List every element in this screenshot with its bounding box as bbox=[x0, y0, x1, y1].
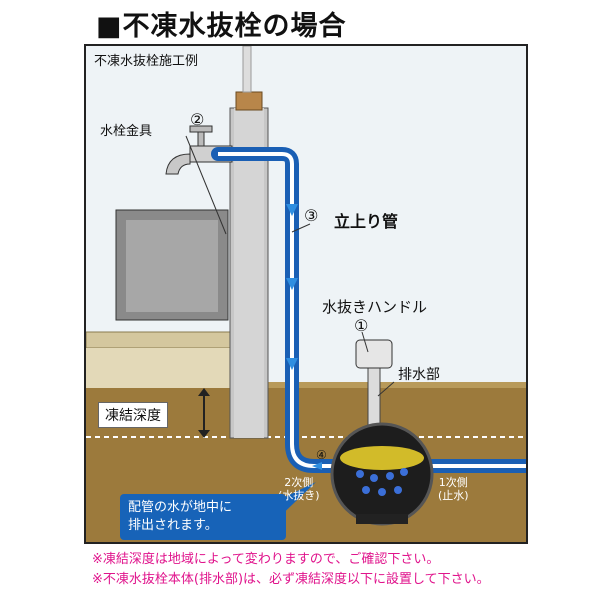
secondary-side-sub: (水抜き) bbox=[278, 489, 320, 502]
faucet-label: 水栓金具 bbox=[100, 124, 153, 139]
note-install-depth: ※不凍水抜栓本体(排水部)は、必ず凍結深度以下に設置して下さい。 bbox=[92, 572, 490, 587]
flow-arrow-4 bbox=[312, 462, 322, 470]
installation-diagram bbox=[86, 46, 526, 542]
page-heading: ■不凍水抜栓の場合 bbox=[96, 11, 347, 42]
frost-depth-label: 凍結深度 bbox=[98, 402, 168, 428]
post-cap bbox=[235, 91, 263, 111]
number-2: ② bbox=[190, 110, 205, 129]
callout-line-2: 排出されます。 bbox=[128, 518, 218, 533]
riser-label: 立上り管 bbox=[334, 212, 399, 231]
secondary-side-label: 2次側 (水抜き) bbox=[278, 476, 320, 502]
primary-side-sub: (止水) bbox=[438, 489, 469, 502]
figure-subtitle: 不凍水抜栓施工例 bbox=[94, 54, 199, 69]
valve-handle bbox=[355, 339, 393, 369]
secondary-side-text: 2次側 bbox=[284, 476, 314, 489]
illustration-frame: 不凍水抜栓施工例 水栓金具 ② ③ 立上り管 水抜きハンドル ① 排水部 凍結深… bbox=[84, 44, 528, 544]
number-1: ① bbox=[354, 316, 369, 335]
drain-label: 排水部 bbox=[398, 367, 440, 383]
note-frost-depth: ※凍結深度は地域によって変わりますので、ご確認下さい。 bbox=[92, 552, 440, 567]
drain-chamber bbox=[330, 422, 434, 526]
callout-line-1: 配管の水が地中に bbox=[128, 500, 233, 515]
flow-arrow-1 bbox=[286, 204, 298, 216]
handle-label: 水抜きハンドル bbox=[322, 298, 428, 316]
number-3: ③ bbox=[304, 206, 319, 225]
primary-side-text: 1次側 bbox=[438, 476, 468, 489]
drain-callout: 配管の水が地中に 排出されます。 bbox=[120, 494, 286, 540]
number-4: ④ bbox=[316, 448, 327, 462]
flow-arrow-2 bbox=[286, 278, 298, 290]
primary-side-label: 1次側 (止水) bbox=[438, 476, 469, 502]
flow-arrow-3 bbox=[286, 358, 298, 370]
